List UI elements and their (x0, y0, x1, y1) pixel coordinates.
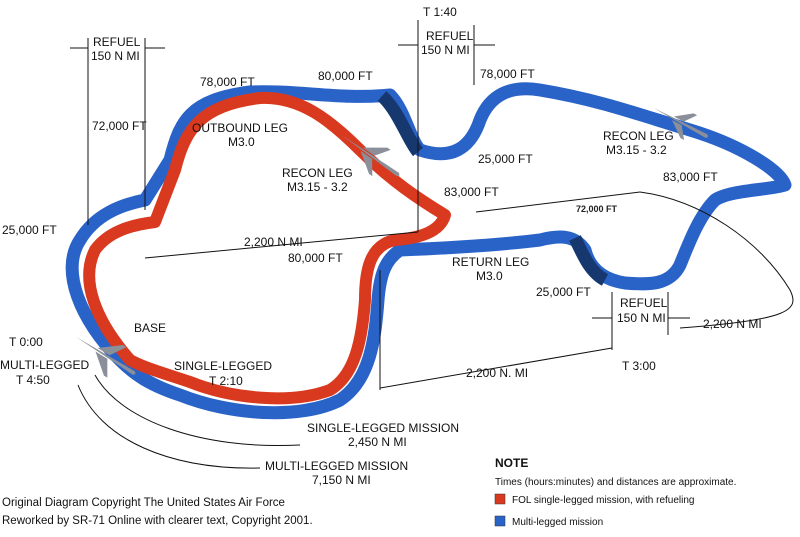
single-legged-label: SINGLE-LEGGED (174, 359, 272, 373)
aircraft-icon-wing (95, 345, 127, 378)
recon-right-title: RECON LEG (603, 129, 674, 143)
alt-83000-b: 83,000 FT (444, 185, 499, 199)
note-heading: NOTE (495, 456, 528, 470)
alt-25000-left: 25,000 FT (2, 223, 57, 237)
refuel-left-title: REFUEL (93, 35, 141, 49)
labels: REFUEL 150 N MI T 1:40 REFUEL 150 N MI 7… (0, 5, 762, 487)
alt-25000-a: 25,000 FT (478, 152, 533, 166)
refuel-top-dist: 150 N MI (421, 43, 470, 57)
refuel-right-title: REFUEL (620, 296, 668, 310)
single-mission-label: SINGLE-LEGGED MISSION (307, 421, 459, 435)
legend-blue-label: Multi-legged mission (512, 517, 603, 528)
legend-red-swatch (494, 493, 506, 505)
aircraft-icon-wing (360, 147, 391, 177)
copyright-line1: Original Diagram Copyright The United St… (2, 497, 285, 509)
aircraft-icon (653, 107, 709, 140)
t300: T 3:00 (622, 359, 656, 373)
note-box: NOTE Times (hours:minutes) and distances… (494, 456, 736, 528)
aircraft-icon (342, 135, 400, 177)
legend-blue-swatch (494, 515, 506, 527)
t450: T 4:50 (16, 373, 50, 387)
red-route (83, 91, 451, 405)
dist-2200-left: 2,200 N MI (244, 235, 303, 249)
t140: T 1:40 (423, 5, 457, 19)
blue-climb-segment-2 (569, 235, 609, 286)
alt-72000-a: 72,000 FT (92, 119, 147, 133)
t000: T 0:00 (9, 335, 43, 349)
return-title: RETURN LEG (452, 255, 529, 269)
return-speed: M3.0 (476, 269, 503, 283)
dimension-lines (70, 20, 794, 469)
outbound-title: OUTBOUND LEG (192, 121, 288, 135)
dist-2200-right: 2,200 N MI (703, 317, 762, 331)
single-mission-dist: 2,450 N MI (348, 435, 407, 449)
blue-route (65, 82, 792, 420)
aircraft-icon-body (653, 107, 709, 138)
t210: T 2:10 (209, 374, 243, 388)
blue-climb-segment-1 (377, 91, 424, 157)
refuel-top-title: REFUEL (426, 29, 474, 43)
red-route-band (83, 91, 451, 405)
alt-78000-a: 78,000 FT (200, 75, 255, 89)
aircraft-icon-wing (671, 113, 698, 140)
aircraft-icon-body (342, 135, 400, 177)
multi-mission-dist: 7,150 N MI (312, 473, 371, 487)
recon-mid-title: RECON LEG (282, 166, 353, 180)
multi-legged-label: MULTI-LEGGED (0, 358, 89, 372)
multi-mission-label: MULTI-LEGGED MISSION (265, 459, 408, 473)
legend-red-label: FOL single-legged mission, with refuelin… (512, 495, 695, 506)
alt-80000-a: 80,000 FT (318, 69, 373, 83)
refuel-right-dist: 150 N MI (617, 311, 666, 325)
blue-route-band (65, 82, 792, 420)
alt-78000-b: 78,000 FT (480, 67, 535, 81)
note-text: Times (hours:minutes) and distances are … (495, 477, 736, 488)
alt-25000-c: 25,000 FT (536, 285, 591, 299)
dist-2200-bottom: 2,200 N. MI (466, 366, 528, 380)
base-label: BASE (134, 321, 166, 335)
copyright-line2: Reworked by SR-71 Online with clearer te… (2, 515, 313, 527)
alt-72000-b: 72,000 FT (576, 204, 618, 214)
refuel-left-dist: 150 N MI (91, 49, 140, 63)
aircraft-icon (76, 336, 136, 378)
alt-80000-b: 80,000 FT (288, 251, 343, 265)
recon-right-speed: M3.15 - 3.2 (606, 143, 667, 157)
recon-mid-speed: M3.15 - 3.2 (287, 180, 348, 194)
aircraft-icon-body (76, 336, 136, 375)
outbound-speed: M3.0 (228, 135, 255, 149)
copyright: Original Diagram Copyright The United St… (2, 497, 313, 527)
alt-83000-a: 83,000 FT (663, 170, 718, 184)
